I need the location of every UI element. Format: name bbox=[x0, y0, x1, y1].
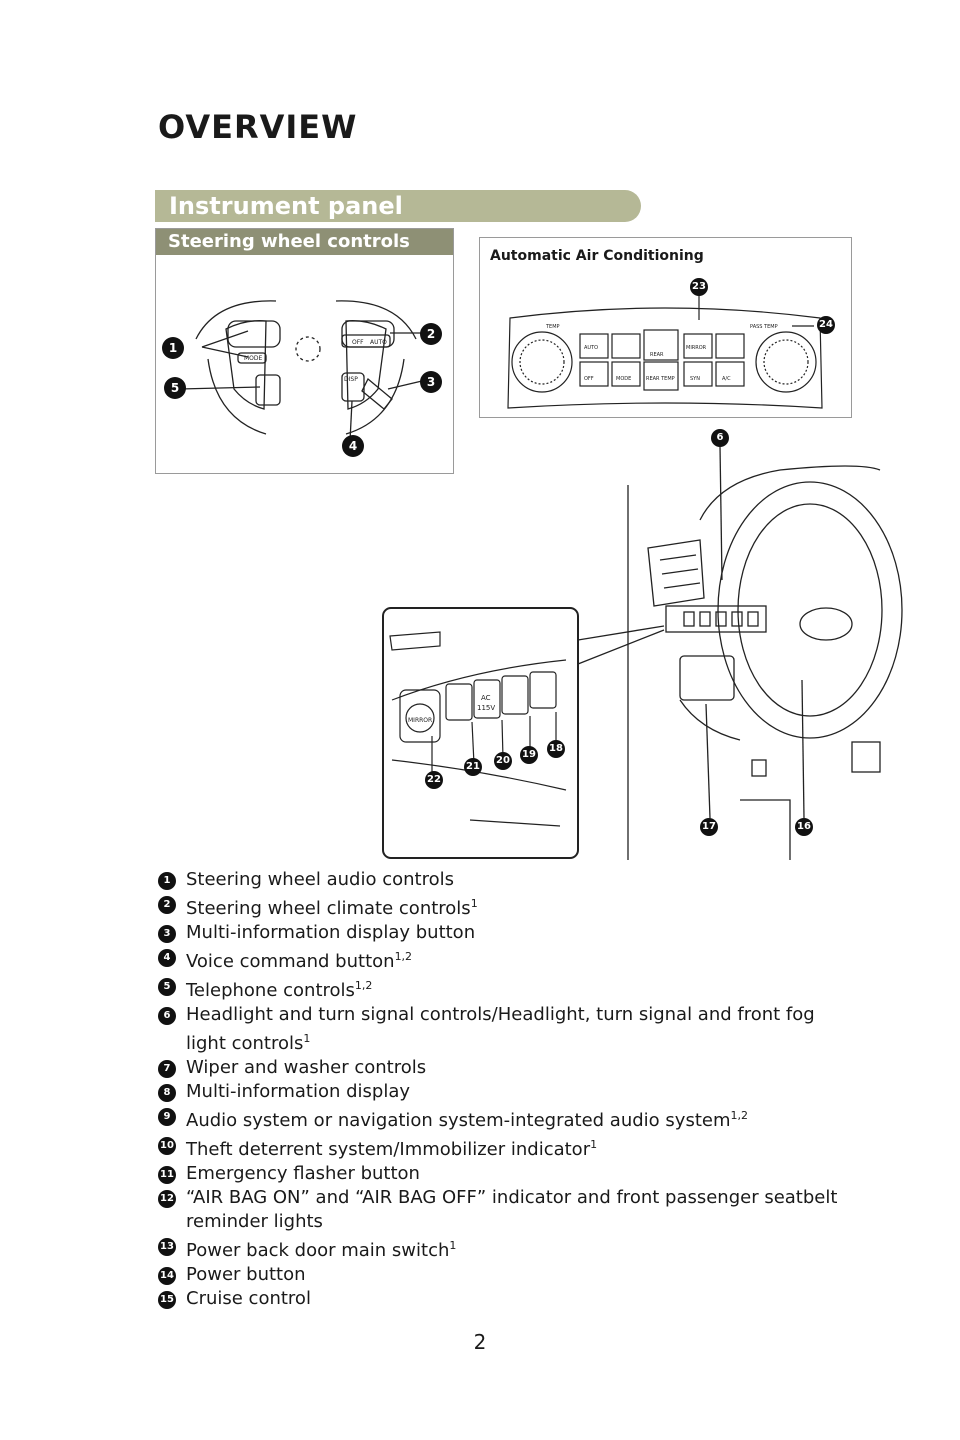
section-title: Instrument panel bbox=[169, 192, 403, 220]
ac-pass-temp-label: PASS TEMP bbox=[750, 324, 778, 330]
callout-23: 23 bbox=[690, 278, 708, 296]
ac-mirror-label: MIRROR bbox=[686, 345, 707, 351]
off-label: OFF bbox=[352, 339, 364, 346]
callout-4: 4 bbox=[342, 435, 364, 457]
callout-19: 19 bbox=[520, 746, 538, 764]
callout-17: 17 bbox=[700, 818, 718, 836]
ac-rear-temp-label: REAR TEMP bbox=[646, 376, 675, 382]
ac-title: Automatic Air Conditioning bbox=[490, 248, 704, 264]
auto-label: AUTO bbox=[370, 339, 387, 346]
callout-5: 5 bbox=[164, 377, 186, 399]
air-conditioning-figure: Automatic Air Conditioning TEMP PASS TEM… bbox=[479, 237, 852, 418]
callout-1: 1 bbox=[162, 337, 184, 359]
steering-controls-header: Steering wheel controls bbox=[156, 229, 453, 255]
switch-mirror-label: MIRROR bbox=[408, 717, 432, 724]
switch-ac-label: AC bbox=[481, 694, 491, 702]
disp-label: DISP bbox=[344, 376, 358, 383]
ac-temp-label: TEMP bbox=[545, 324, 560, 330]
page-number: 2 bbox=[473, 1330, 487, 1354]
ac-syn-label: SYN bbox=[690, 376, 700, 382]
switch-115v-label: 115V bbox=[477, 704, 495, 712]
callout-6: 6 bbox=[711, 429, 729, 447]
mode-label: MODE bbox=[244, 355, 263, 362]
callout-18: 18 bbox=[547, 740, 565, 758]
ac-auto-label: AUTO bbox=[584, 345, 598, 351]
callout-21: 21 bbox=[464, 758, 482, 776]
list-item: 12“AIR BAG ON” and “AIR BAG OFF” indicat… bbox=[158, 1186, 858, 1234]
ac-panel-illustration: TEMP PASS TEMP AUTO OFF MODE REAR REAR T… bbox=[507, 294, 823, 409]
steering-wheel-illustration: MODE OFF AUTO DISP bbox=[179, 300, 423, 442]
section-banner: Instrument panel bbox=[155, 190, 641, 222]
callout-2: 2 bbox=[420, 323, 442, 345]
callout-20: 20 bbox=[494, 752, 512, 770]
ac-mode-label: MODE bbox=[616, 376, 631, 382]
steering-controls-title: Steering wheel controls bbox=[168, 231, 410, 252]
ac-rear-label: REAR bbox=[650, 352, 664, 358]
ac-off-label: OFF bbox=[584, 376, 594, 382]
callout-22: 22 bbox=[425, 771, 443, 789]
callout-16: 16 bbox=[795, 818, 813, 836]
page-title: OVERVIEW bbox=[158, 108, 358, 146]
ac-ac-label: A/C bbox=[722, 376, 731, 382]
callout-24: 24 bbox=[817, 316, 835, 334]
callout-3: 3 bbox=[420, 371, 442, 393]
steering-wheel-controls-figure: Steering wheel controls MODE OFF bbox=[155, 228, 454, 474]
